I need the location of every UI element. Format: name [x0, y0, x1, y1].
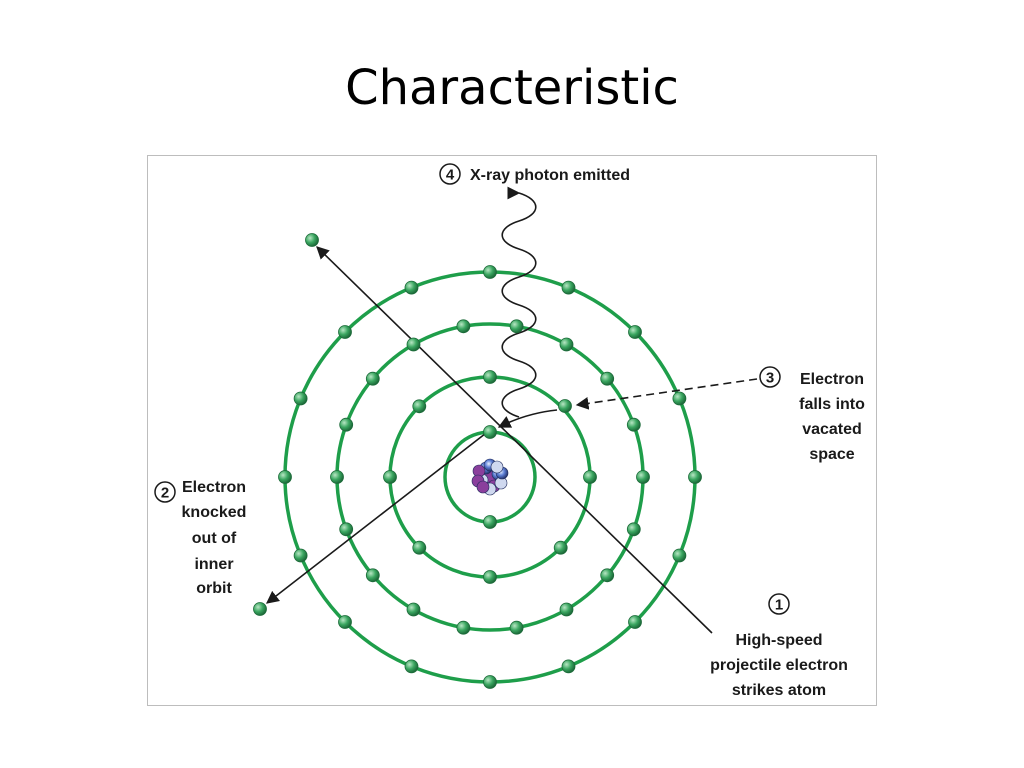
electron-icon [583, 470, 597, 484]
electron-icon [672, 391, 687, 406]
step-1-number: 1 [775, 597, 783, 614]
electron-icon [404, 659, 419, 674]
electron-icon [636, 470, 650, 484]
nucleon [476, 480, 490, 494]
step-3-label: 3 Electron falls into vacated space [759, 366, 865, 463]
electron-icon [406, 602, 421, 617]
electron-icon [626, 417, 641, 432]
electron-icon [338, 615, 352, 629]
electron-icon [628, 615, 642, 629]
electron-icon [293, 548, 308, 563]
projectile-path [316, 246, 713, 634]
electron-icon [509, 620, 524, 635]
atom-diagram: 4 X-ray photon emitted 3 Electron falls … [154, 163, 865, 699]
step-1-line-2: projectile electron [710, 657, 848, 674]
electron-icon [483, 265, 497, 279]
electron-icon [404, 280, 419, 295]
electron-icon [339, 417, 354, 432]
electron-icon [278, 470, 292, 484]
electron-icon [456, 319, 471, 334]
electron-icon [688, 470, 702, 484]
electron-fall-path [575, 378, 758, 410]
electron-icon [483, 425, 497, 439]
electron-icon [365, 568, 380, 583]
nucleon [490, 460, 504, 474]
knocked-out-electron-icon [253, 602, 267, 616]
electron-icon [339, 522, 354, 537]
step-1-label: 1 High-speed projectile electron strikes… [710, 593, 848, 699]
ejected-electron-path [265, 429, 491, 604]
electron-icon [365, 371, 380, 386]
electron-icon [483, 570, 497, 584]
slide-title: Characteristic [345, 60, 679, 116]
electron-icon [559, 337, 574, 352]
numbered-circle-icon [768, 593, 790, 615]
step-2-label: 2 Electron knocked out of inner orbit [154, 479, 247, 597]
step-2-line-4: inner [194, 556, 233, 573]
step-4-text: X-ray photon emitted [470, 167, 630, 184]
step-4-number: 4 [446, 167, 455, 184]
electron-icon [412, 399, 427, 414]
electron-icon [483, 515, 497, 529]
step-2-number: 2 [161, 485, 169, 502]
numbered-circle-icon [154, 481, 176, 503]
electron-icon [383, 470, 397, 484]
step-3-number: 3 [766, 370, 774, 387]
step-2-line-1: Electron [182, 479, 246, 496]
step-1-line-3: strikes atom [732, 682, 826, 699]
electron-icon [483, 370, 497, 384]
falling-electron-icon [558, 399, 572, 413]
electron-icon [483, 675, 497, 689]
numbered-circle-icon [439, 163, 461, 185]
electron-icon [561, 659, 576, 674]
step-2-line-5: orbit [196, 580, 232, 597]
electron-icon [330, 470, 344, 484]
electron-icon [338, 325, 352, 339]
electron-icon [559, 602, 574, 617]
electron-icon [406, 337, 421, 352]
electrons [253, 233, 702, 689]
xray-photon-wave [501, 190, 537, 418]
electron-icon [561, 280, 576, 295]
step-3-line-1: Electron [800, 371, 864, 388]
electron-icon [509, 319, 524, 334]
step-3-line-4: space [809, 446, 854, 463]
step-2-line-3: out of [192, 530, 237, 547]
electron-icon [412, 540, 427, 555]
projectile-electron-icon [305, 233, 319, 247]
electron-icon [626, 522, 641, 537]
electron-icon [456, 620, 471, 635]
paths [265, 190, 758, 634]
electron-icon [553, 540, 568, 555]
step-3-line-3: vacated [802, 421, 862, 438]
step-4-label: 4 X-ray photon emitted [439, 163, 630, 185]
electron-icon [600, 371, 615, 386]
step-2-line-2: knocked [182, 504, 247, 521]
electron-icon [672, 548, 687, 563]
electron-icon [628, 325, 642, 339]
numbered-circle-icon [759, 366, 781, 388]
nucleus-icon [471, 458, 509, 496]
step-1-line-1: High-speed [735, 632, 822, 649]
electron-icon [293, 391, 308, 406]
electron-icon [600, 568, 615, 583]
step-3-line-2: falls into [799, 396, 865, 413]
electron-transition-arrow [497, 409, 558, 428]
